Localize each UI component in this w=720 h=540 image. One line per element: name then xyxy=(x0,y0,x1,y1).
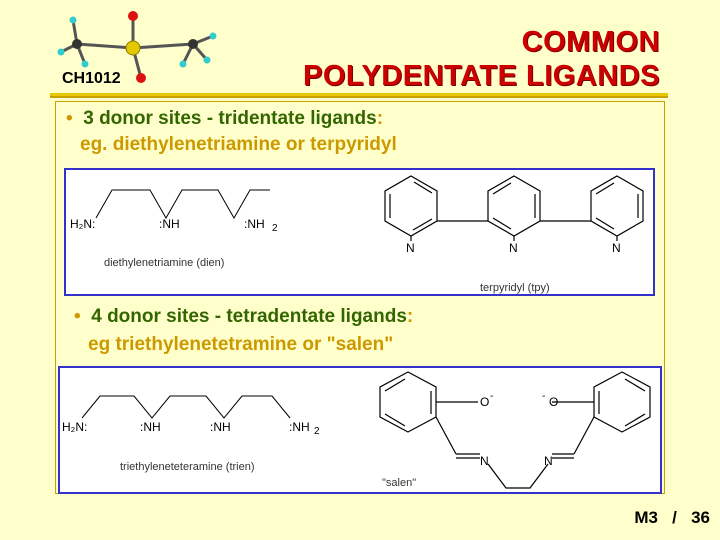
page-title-line2: POLYDENTATE LIGANDS xyxy=(303,60,660,92)
salen-atom-o-right: O xyxy=(549,395,558,409)
dien-caption: diethylenetriamine (dien) xyxy=(104,257,224,269)
page-number: 36 xyxy=(691,508,710,527)
bullet-colon: : xyxy=(376,108,384,129)
bullet-dot: • xyxy=(74,306,81,327)
tpy-atom-n-3: N xyxy=(612,241,621,255)
module-label: M3 xyxy=(634,508,658,527)
trien-structure xyxy=(81,395,291,419)
tpy-atom-n-1: N xyxy=(406,241,415,255)
bullet-colon: : xyxy=(406,306,414,327)
salen-atom-n-right: N xyxy=(544,454,553,468)
bullet-tetradentate: • 4 donor sites - tetradentate ligands: xyxy=(74,306,413,328)
bullet-dot: • xyxy=(66,108,73,129)
bullet-tridentate-text: 3 donor sites - tridentate ligands xyxy=(83,108,377,129)
trien-atom-nh-2: :NH xyxy=(210,420,231,434)
page-separator: / xyxy=(672,508,677,527)
trien-atom-nh-3: :NH xyxy=(289,420,310,434)
tridentate-structures-drawing: H₂N: :NH :NH 2 diethylenetriamine (dien) xyxy=(70,175,644,294)
dien-atom-nh-1: :NH xyxy=(159,217,180,231)
dien-atom-h2n: H₂N: xyxy=(70,217,95,231)
course-code: CH1012 xyxy=(62,70,121,87)
dien-subscript: 2 xyxy=(272,223,278,234)
page-title-line1: COMMON xyxy=(521,26,660,58)
molecule-model-icon xyxy=(57,11,217,83)
salen-atom-o-left: O xyxy=(480,395,489,409)
slide-number: M3 / 36 xyxy=(634,508,710,528)
salen-caption: "salen" xyxy=(382,477,416,489)
tetradentate-structures-box: H₂N: :NH :NH :NH 2 triethyleneteteramine… xyxy=(58,366,662,494)
tridentate-examples: eg. diethylenetriamine or terpyridyl xyxy=(80,134,397,155)
tridentate-structures-box: H₂N: :NH :NH 2 diethylenetriamine (dien) xyxy=(64,168,655,296)
dien-structure xyxy=(95,189,270,220)
salen-atom-n-left: N xyxy=(480,454,489,468)
trien-subscript: 2 xyxy=(314,426,320,437)
tetradentate-examples: eg triethylenetetramine or "salen" xyxy=(88,334,394,355)
trien-atom-h2n: H₂N: xyxy=(62,420,87,434)
salen-charge-right: - xyxy=(542,391,545,402)
dien-atom-nh-2: :NH xyxy=(244,217,265,231)
trien-atom-nh-1: :NH xyxy=(140,420,161,434)
salen-charge-left: - xyxy=(490,391,493,402)
header-divider xyxy=(50,93,668,98)
tpy-caption: terpyridyl (tpy) xyxy=(480,282,550,294)
tpy-atom-n-2: N xyxy=(509,241,518,255)
bullet-tetradentate-text: 4 donor sites - tetradentate ligands xyxy=(91,306,407,327)
bullet-tridentate: • 3 donor sites - tridentate ligands: xyxy=(66,108,383,130)
trien-caption: triethyleneteteramine (trien) xyxy=(120,461,255,473)
tpy-structure xyxy=(384,175,644,237)
tetradentate-structures-drawing: H₂N: :NH :NH :NH 2 triethyleneteteramine… xyxy=(62,371,651,489)
salen-structure xyxy=(379,371,651,489)
